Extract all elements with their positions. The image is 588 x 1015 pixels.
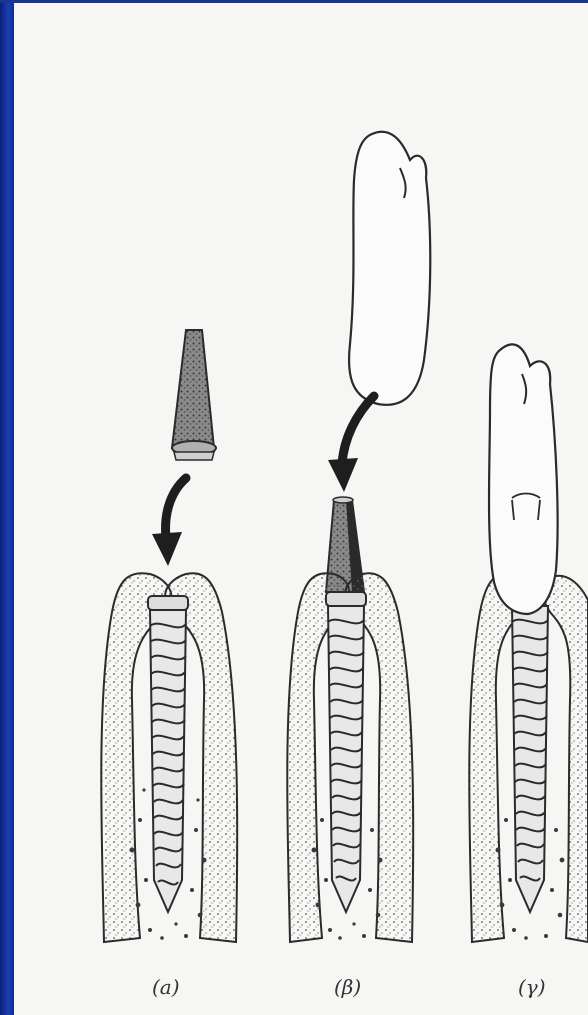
arrow-b xyxy=(328,396,374,492)
implant-screw-c xyxy=(512,606,548,912)
panel-c xyxy=(469,344,588,942)
caption-a: (a) xyxy=(152,975,180,999)
implant-screw-a xyxy=(148,596,188,912)
healing-cap-a xyxy=(172,330,216,460)
panel-a xyxy=(101,330,237,942)
panel-b xyxy=(287,132,430,942)
crown-c xyxy=(489,344,558,614)
caption-c: (γ) xyxy=(518,975,546,999)
implant-screw-b xyxy=(326,592,366,912)
crown-b xyxy=(349,132,430,405)
arrow-a xyxy=(152,478,186,566)
caption-b: (β) xyxy=(334,975,361,999)
